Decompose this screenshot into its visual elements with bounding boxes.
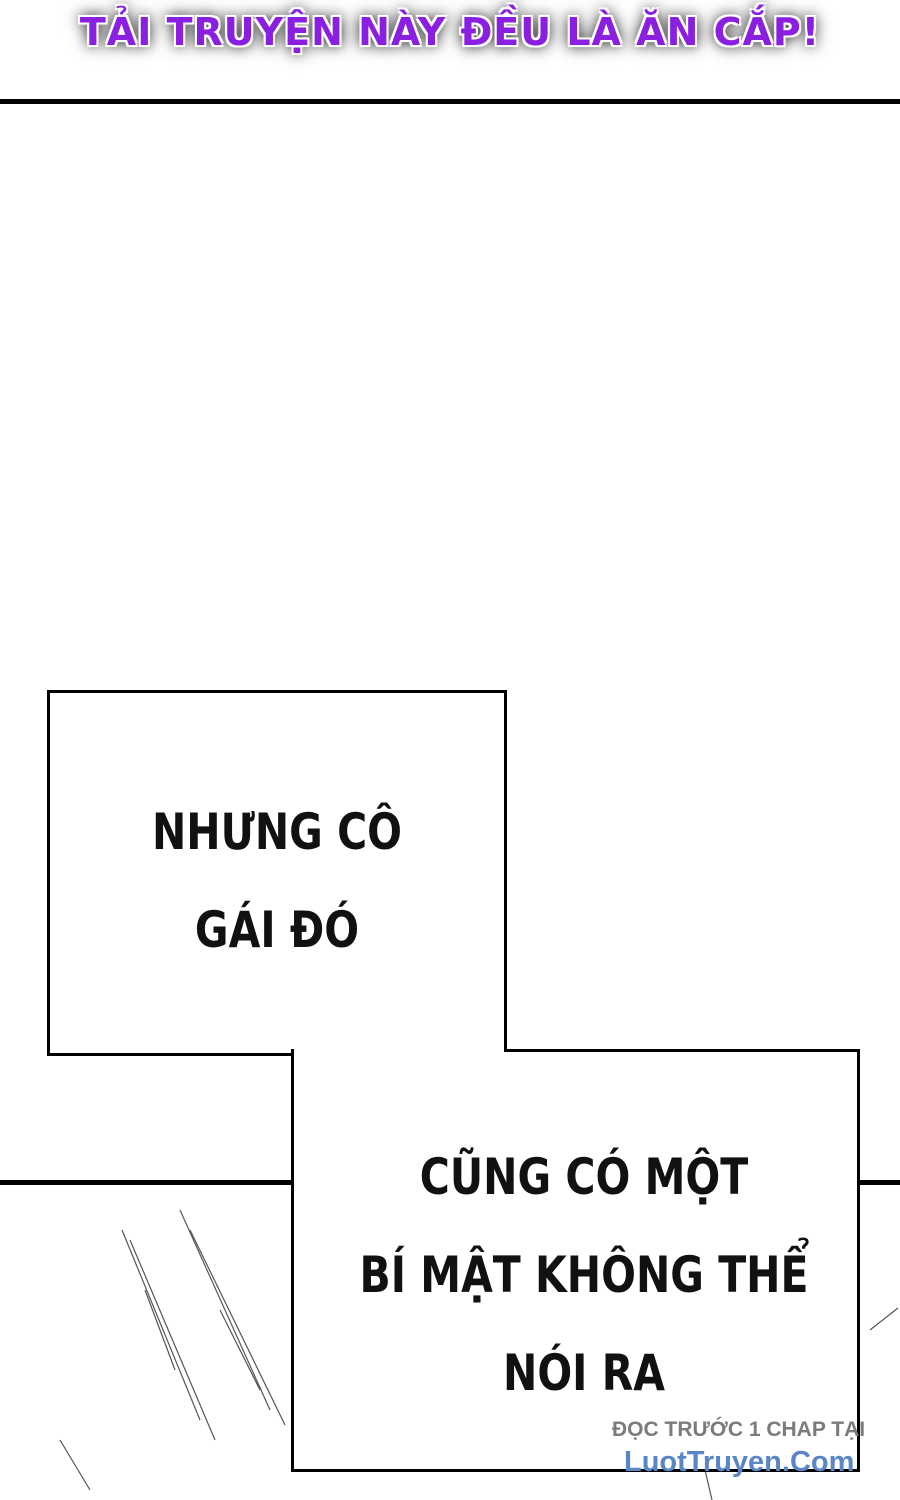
- caption-1-text: NHƯNG CÔ GÁI ĐÓ: [91, 783, 463, 979]
- caption-box-1: NHƯNG CÔ GÁI ĐÓ: [47, 690, 507, 1056]
- caption-line: BÍ MẬT KHÔNG THỂ: [359, 1246, 809, 1304]
- sketch-lines: [59, 1209, 899, 1500]
- warning-banner: TẢI TRUYỆN NÀY ĐỀU LÀ ĂN CẮP!: [79, 10, 821, 54]
- caption-2-text: CŨNG CÓ MỘT BÍ MẬT KHÔNG THỂ NÓI RA: [322, 1128, 847, 1422]
- caption-box-2: CŨNG CÓ MỘT BÍ MẬT KHÔNG THỂ NÓI RA: [291, 1049, 860, 1472]
- watermark-text: ĐỌC TRƯỚC 1 CHAP TẠI: [612, 1418, 866, 1441]
- caption-line: GÁI ĐÓ: [194, 901, 360, 959]
- box-join: [294, 1049, 504, 1057]
- caption-line: CŨNG CÓ MỘT: [419, 1148, 749, 1206]
- watermark-link[interactable]: LuotTruyen.Com: [624, 1446, 855, 1478]
- panel-divider-top: [0, 99, 900, 104]
- caption-line: NHƯNG CÔ: [151, 803, 403, 861]
- caption-line: NÓI RA: [502, 1344, 666, 1402]
